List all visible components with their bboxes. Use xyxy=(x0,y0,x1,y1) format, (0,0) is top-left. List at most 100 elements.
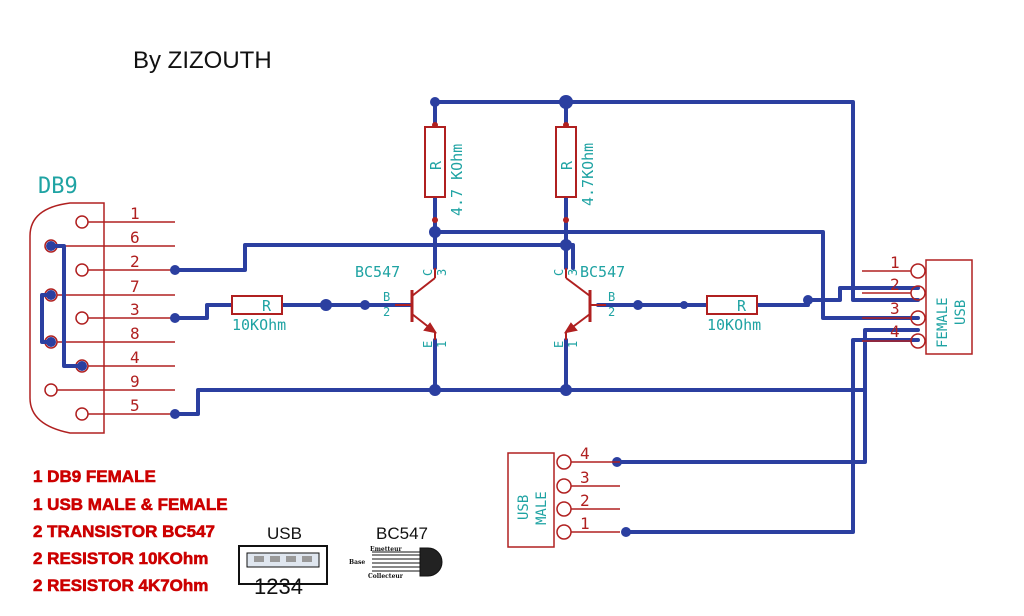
usb-female-pin-num: 4 xyxy=(890,322,900,341)
wire-right-resistor-out xyxy=(755,286,920,307)
junction-dot xyxy=(170,409,180,419)
usb-male-pin-num: 3 xyxy=(580,468,590,487)
junction-dot xyxy=(560,384,572,396)
resistor-body xyxy=(231,295,283,315)
junction-dot xyxy=(803,295,813,305)
db9-pin-2-circle xyxy=(75,263,89,277)
junction-dot xyxy=(429,226,441,238)
bom-item: 1 USB MALE & FEMALE xyxy=(33,495,228,514)
usb-legend-contact xyxy=(302,556,312,562)
usb-male-label-1: USB xyxy=(516,495,532,520)
usb-male-pin-num: 4 xyxy=(580,444,590,463)
resistor-pin-dot xyxy=(432,122,438,128)
transistor-pin-c-num: 3 xyxy=(566,269,580,276)
resistor-base-right: R 10KOhm xyxy=(706,295,761,334)
transistor-name: BC547 xyxy=(580,263,625,281)
usb-legend-contact xyxy=(270,556,280,562)
junction-dot xyxy=(559,95,573,109)
transistor-collector-leg xyxy=(411,277,436,297)
transistor-name: BC547 xyxy=(355,263,400,281)
transistor-pin-c: C xyxy=(421,269,435,276)
resistor-base-left: R 10KOhm xyxy=(231,295,286,334)
bc547-legend-base: Base xyxy=(349,559,365,566)
usb-male-pin-3 xyxy=(556,478,572,494)
resistor-value: 4.7 KOhm xyxy=(448,144,466,216)
db9-pin-1-circle xyxy=(75,215,89,229)
bc547-legend-title: BC547 xyxy=(376,524,428,543)
resistor-name: R xyxy=(262,297,272,315)
junction-dot xyxy=(360,300,370,310)
usb-female-label-1: FEMALE xyxy=(935,297,951,348)
usb-male-pin-num: 1 xyxy=(580,514,590,533)
db9-outline xyxy=(29,202,105,434)
resistor-pin-dot xyxy=(563,122,569,128)
usb-female-connector: FEMALE USB 1 2 3 4 xyxy=(862,253,973,355)
transistor-emitter-arrow xyxy=(423,322,438,334)
wire-usb-male-1 xyxy=(624,338,920,534)
resistor-pin-dot xyxy=(432,217,438,223)
bom-item: 2 RESISTOR 4K7Ohm xyxy=(33,576,208,595)
transistor-left xyxy=(395,268,438,340)
usb-female-pin-num: 2 xyxy=(890,275,900,294)
transistor-pin-b-num: 2 xyxy=(383,305,390,319)
bom-item: 2 TRANSISTOR BC547 xyxy=(33,522,215,541)
transistor-pin-e: E xyxy=(421,341,435,348)
resistor-name: R xyxy=(737,297,747,315)
bill-of-materials: 1 DB9 FEMALE 1 USB MALE & FEMALE 2 TRANS… xyxy=(33,467,228,596)
db9-pin-label: 7 xyxy=(130,277,140,296)
junction-dot xyxy=(46,337,56,347)
usb-female-pin-1 xyxy=(910,263,926,279)
db9-pin-label: 4 xyxy=(130,348,140,367)
usb-legend-contact xyxy=(254,556,264,562)
db9-pin-label: 1 xyxy=(130,204,140,223)
usb-male-connector: USB MALE 4 3 2 1 xyxy=(507,444,620,548)
usb-legend-pins: 1234 xyxy=(254,574,303,599)
usb-legend-title: USB xyxy=(267,524,302,543)
bc547-pinout-legend: BC547 Emetteur Base Collecteur xyxy=(349,524,443,580)
transistor-pin-e: E xyxy=(552,341,566,348)
db9-pin-label: 8 xyxy=(130,324,140,343)
usb-male-pin-num: 2 xyxy=(580,491,590,510)
transistor-pin-e-num: 1 xyxy=(435,341,449,348)
wire-top-rail xyxy=(433,100,920,302)
db9-pin-label: 6 xyxy=(130,228,140,247)
junction-dot xyxy=(429,384,441,396)
transistor-pin-e-num: 1 xyxy=(566,341,580,348)
wire-pin3-base xyxy=(173,303,234,320)
transistor-pin-c-num: 3 xyxy=(435,269,449,276)
usb-female-pin-num: 3 xyxy=(890,299,900,318)
db9-connector: DB9 1 6 2 7 3 8 4 9 5 xyxy=(29,174,175,434)
db9-pin-5-circle xyxy=(75,407,89,421)
resistor-body xyxy=(706,295,758,315)
db9-title: DB9 xyxy=(38,174,78,199)
resistor-name: R xyxy=(558,160,576,170)
resistor-pullup-left: R 4.7 KOhm xyxy=(424,122,466,223)
db9-pin-label: 9 xyxy=(130,372,140,391)
junction-dot xyxy=(170,265,180,275)
junction-dot xyxy=(680,301,688,309)
resistor-pin-dot xyxy=(563,217,569,223)
db9-pin-label: 3 xyxy=(130,300,140,319)
bc547-legend-collector: Collecteur xyxy=(368,573,404,580)
wire-db9-loop-7-8 xyxy=(40,293,53,344)
usb-male-body xyxy=(507,452,555,548)
wire-pin5-ground xyxy=(173,328,920,416)
junction-dot xyxy=(170,313,180,323)
junction-dot xyxy=(77,361,87,371)
junction-dot xyxy=(621,527,631,537)
db9-pin-9-circle xyxy=(44,383,58,397)
usb-male-pin-2 xyxy=(556,501,572,517)
transistor-pin-b-num: 2 xyxy=(608,305,615,319)
db9-pin-label: 5 xyxy=(130,396,140,415)
resistor-value: 10KOhm xyxy=(707,316,761,334)
resistor-value: 4.7KOhm xyxy=(579,143,597,206)
usb-female-label-2: USB xyxy=(953,300,969,325)
wire-pin2-collector xyxy=(173,243,575,272)
transistor-emitter-arrow xyxy=(563,322,578,334)
junctions xyxy=(46,95,813,537)
wire-usb-male-4 xyxy=(615,388,867,464)
usb-pinout-legend: USB 1234 xyxy=(238,524,328,599)
junction-dot xyxy=(430,97,440,107)
junction-dot xyxy=(46,290,56,300)
